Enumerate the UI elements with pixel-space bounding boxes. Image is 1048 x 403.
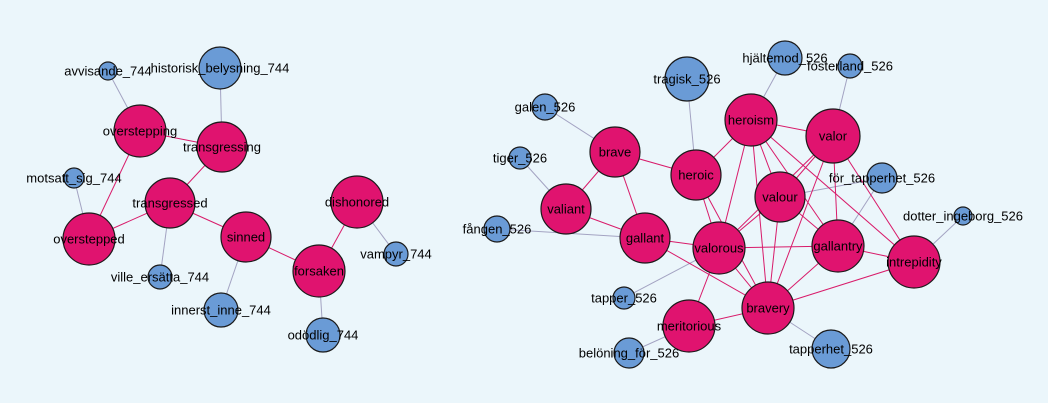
node-label-heroism: heroism bbox=[728, 113, 774, 128]
node-label-tapperhet_526: tapperhet_526 bbox=[789, 342, 873, 357]
node-dotter_ingeborg_526[interactable] bbox=[953, 206, 973, 226]
node-transgressed[interactable] bbox=[144, 177, 196, 229]
node-label-forsaken: forsaken bbox=[294, 264, 344, 279]
node-tapperhet_526[interactable] bbox=[811, 329, 851, 369]
node-label-galen_526: galen_526 bbox=[515, 100, 576, 115]
node-bravery[interactable] bbox=[741, 281, 795, 335]
node-label-dishonored: dishonored bbox=[325, 195, 389, 210]
node-label-gallant: gallant bbox=[626, 231, 665, 246]
node-overstepped[interactable] bbox=[62, 212, 116, 266]
node-label-avvisande_744: avvisande_744 bbox=[64, 64, 151, 79]
node-gallant[interactable] bbox=[619, 212, 671, 264]
node-label-dotter_ingeborg_526: dotter_ingeborg_526 bbox=[903, 209, 1023, 224]
node-label-motsatt_sig_744: motsatt_sig_744 bbox=[26, 171, 121, 186]
node-label-innerst_inne_744: innerst_inne_744 bbox=[171, 303, 271, 318]
node-label-tragisk_526: tragisk_526 bbox=[653, 72, 720, 87]
node-label-tiger_526: tiger_526 bbox=[493, 151, 547, 166]
node-gallantry[interactable] bbox=[811, 219, 865, 273]
node-för_tapperhet_526[interactable] bbox=[866, 162, 898, 194]
node-hjältemod_526[interactable] bbox=[767, 40, 803, 76]
node-valour[interactable] bbox=[754, 171, 806, 223]
node-label-brave: brave bbox=[599, 145, 632, 160]
edge-valor-bravery bbox=[767, 135, 834, 309]
node-label-fången_526: fången_526 bbox=[463, 222, 532, 237]
node-label-valour: valour bbox=[762, 190, 798, 205]
node-forsaken[interactable] bbox=[292, 244, 346, 298]
node-fången_526[interactable] bbox=[483, 215, 511, 243]
node-brave[interactable] bbox=[589, 126, 641, 178]
node-label-gallantry: gallantry bbox=[813, 239, 863, 254]
node-heroism[interactable] bbox=[724, 93, 778, 147]
node-valorous[interactable] bbox=[692, 221, 746, 275]
node-label-valiant: valiant bbox=[547, 202, 585, 217]
node-label-heroic: heroic bbox=[678, 168, 714, 183]
node-innerst_inne_744[interactable] bbox=[203, 292, 239, 328]
node-belöning_för_526[interactable] bbox=[613, 337, 645, 369]
node-label-historisk_belysning_744: historisk_belysning_744 bbox=[151, 61, 290, 76]
edge-heroism-intrepidity bbox=[750, 119, 915, 263]
node-label-intrepidity: intrepidity bbox=[886, 255, 942, 270]
node-label-bravery: bravery bbox=[746, 301, 790, 316]
node-ville_ersätta_744[interactable] bbox=[147, 264, 173, 290]
node-label-ville_ersätta_744: ville_ersätta_744 bbox=[111, 270, 209, 285]
node-tapper_526[interactable] bbox=[612, 286, 636, 310]
node-label-fosterland_526: fosterland_526 bbox=[807, 59, 893, 74]
node-heroic[interactable] bbox=[670, 149, 722, 201]
node-sinned[interactable] bbox=[220, 211, 272, 263]
node-label-overstepped: overstepped bbox=[53, 232, 125, 247]
node-intrepidity[interactable] bbox=[887, 235, 941, 289]
node-label-valor: valor bbox=[819, 129, 848, 144]
node-historisk_belysning_744[interactable] bbox=[198, 46, 242, 90]
node-label-vampyr_744: vampyr_744 bbox=[360, 247, 432, 262]
node-odödlig_744[interactable] bbox=[305, 317, 341, 353]
node-valor[interactable] bbox=[805, 108, 861, 164]
node-layer bbox=[62, 40, 973, 369]
node-vampyr_744[interactable] bbox=[383, 241, 409, 267]
node-label-transgressed: transgressed bbox=[132, 196, 207, 211]
node-galen_526[interactable] bbox=[531, 93, 559, 121]
label-layer: historisk_belysning_744avvisande_744over… bbox=[26, 51, 1023, 361]
node-overstepping[interactable] bbox=[113, 104, 167, 158]
node-label-meritorious: meritorious bbox=[657, 319, 722, 334]
node-motsatt_sig_744[interactable] bbox=[63, 167, 85, 189]
node-label-transgressing: transgressing bbox=[183, 140, 261, 155]
node-label-tapper_526: tapper_526 bbox=[591, 291, 657, 306]
node-fosterland_526[interactable] bbox=[837, 53, 863, 79]
node-label-valorous: valorous bbox=[694, 241, 744, 256]
node-avvisande_744[interactable] bbox=[98, 61, 118, 81]
node-dishonored[interactable] bbox=[330, 175, 384, 229]
node-label-odödlig_744: odödlig_744 bbox=[288, 328, 359, 343]
node-tragisk_526[interactable] bbox=[664, 56, 710, 102]
node-label-hjältemod_526: hjältemod_526 bbox=[742, 51, 827, 66]
node-meritorious[interactable] bbox=[662, 299, 716, 353]
node-label-belöning_för_526: belöning_för_526 bbox=[579, 346, 679, 361]
node-valiant[interactable] bbox=[540, 183, 592, 235]
node-label-sinned: sinned bbox=[227, 230, 265, 245]
node-label-overstepping: overstepping bbox=[103, 124, 177, 139]
node-tiger_526[interactable] bbox=[508, 146, 532, 170]
node-transgressing[interactable] bbox=[196, 121, 248, 173]
node-label-för_tapperhet_526: för_tapperhet_526 bbox=[829, 171, 935, 186]
